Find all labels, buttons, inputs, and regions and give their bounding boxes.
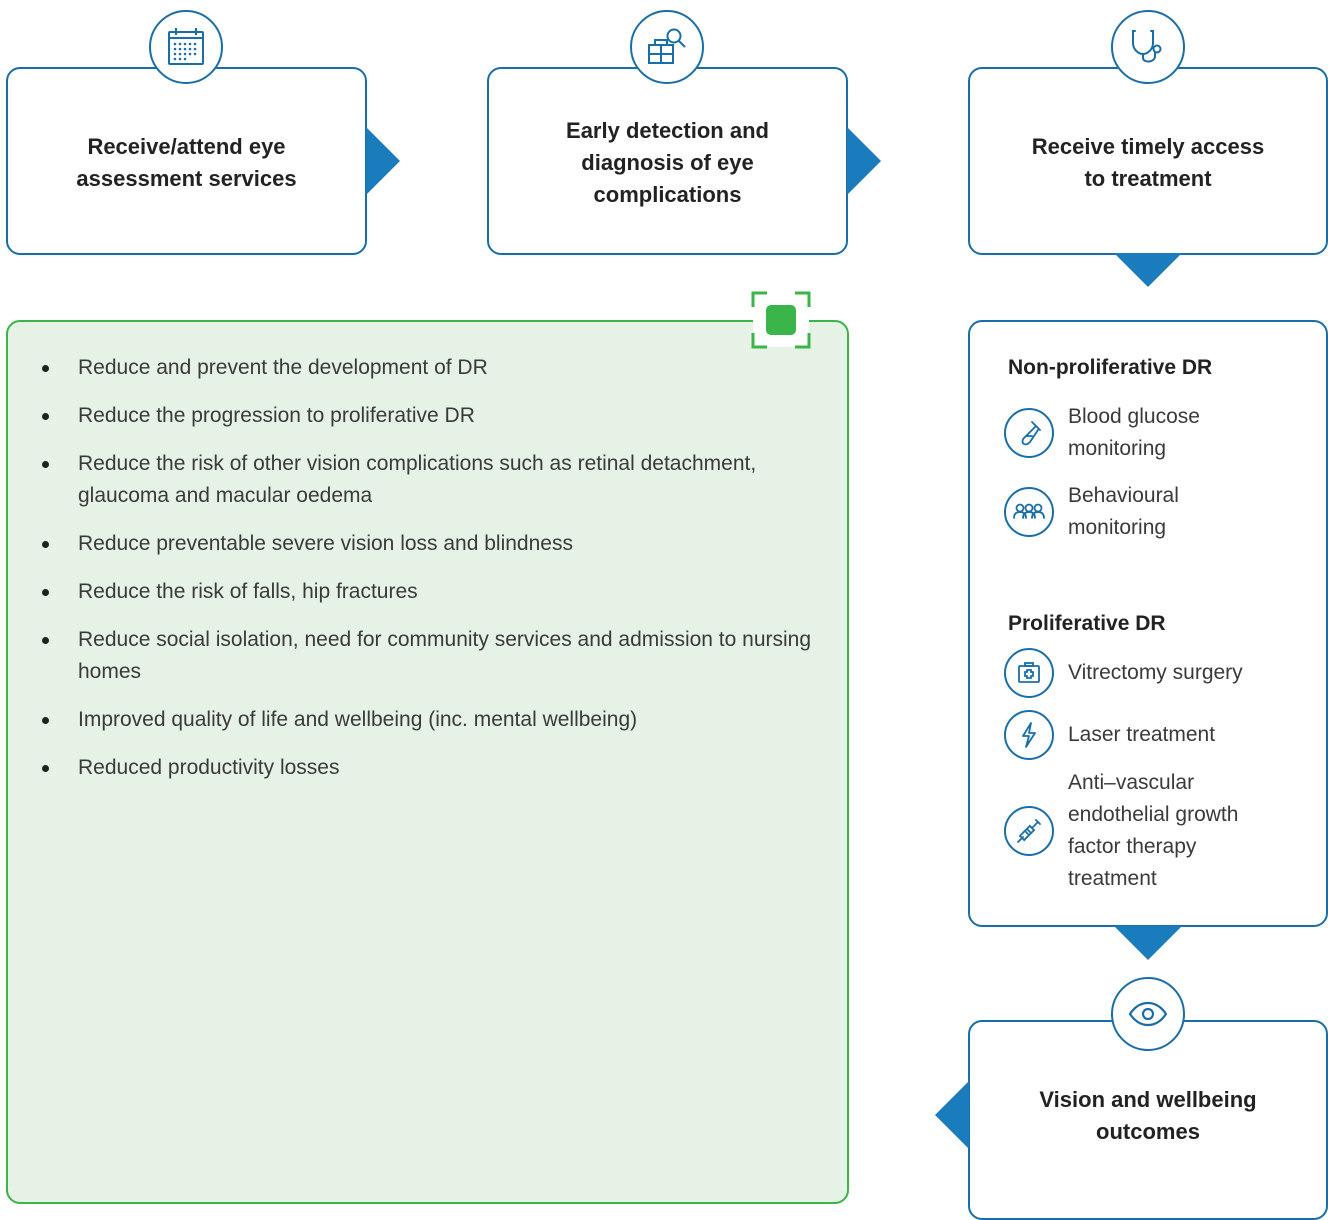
list-item: Reduce the risk of falls, hip fractures <box>42 576 812 608</box>
calendar-icon <box>149 10 223 84</box>
step-box-assessment: Receive/attend eye assessment services <box>6 67 367 255</box>
bullet-icon <box>42 637 49 644</box>
treatment-item-blood-glucose: Blood glucose monitoring <box>1004 401 1278 465</box>
treatment-label-vitrectomy: Vitrectomy surgery <box>1068 661 1243 684</box>
arrow-down-1 <box>1114 253 1182 287</box>
eye-icon <box>1111 977 1185 1051</box>
test-tube-icon <box>1004 408 1054 458</box>
syringe-icon <box>1004 806 1054 856</box>
treatment-label-anti-vegf: Anti–vascular endothelial growth factor … <box>1068 771 1239 890</box>
treatment-item-anti-vegf: Anti–vascular endothelial growth factor … <box>1004 767 1278 895</box>
stethoscope-icon <box>1111 10 1185 84</box>
bullet-icon <box>42 717 49 724</box>
step-box-detection: Early detection and diagnosis of eye com… <box>487 67 848 255</box>
list-item: Reduce preventable severe vision loss an… <box>42 528 812 560</box>
lightning-icon <box>1004 710 1054 760</box>
treatment-item-behavioural: Behavioural monitoring <box>1004 480 1278 544</box>
list-item: Reduce and prevent the development of DR <box>42 352 812 384</box>
treatment-item-vitrectomy: Vitrectomy surgery <box>1004 648 1278 698</box>
arrow-right-2 <box>847 127 881 195</box>
arrow-down-2 <box>1114 926 1182 960</box>
bullet-icon <box>42 365 49 372</box>
treatment-item-laser: Laser treatment <box>1004 710 1278 760</box>
medical-kit-icon <box>1004 648 1054 698</box>
target-icon <box>750 290 812 350</box>
treatment-label-laser: Laser treatment <box>1068 723 1216 746</box>
list-item: Reduce the risk of other vision complica… <box>42 448 812 512</box>
step-title-assessment: Receive/attend eye assessment services <box>76 134 297 191</box>
nonproliferative-heading: Non-proliferative DR <box>1008 356 1213 379</box>
bullet-icon <box>42 413 49 420</box>
step-title-treatment-access: Receive timely access to treatment <box>1031 134 1265 191</box>
arrow-right-1 <box>366 127 400 195</box>
people-icon <box>1004 487 1054 537</box>
bullet-icon <box>42 589 49 596</box>
step-box-treatment-access: Receive timely access to treatment <box>968 67 1328 255</box>
list-item: Reduce social isolation, need for commun… <box>42 624 812 688</box>
clinic-search-icon <box>630 10 704 84</box>
treatment-label-blood-glucose: Blood glucose monitoring <box>1068 405 1200 460</box>
final-outcomes-title: Vision and wellbeing outcomes <box>1039 1087 1257 1144</box>
proliferative-heading: Proliferative DR <box>1008 612 1166 635</box>
treatment-label-behavioural: Behavioural monitoring <box>1068 484 1179 539</box>
bullet-icon <box>42 765 49 772</box>
final-outcomes-box: Vision and wellbeing outcomes <box>968 1020 1328 1220</box>
list-item: Reduce the progression to proliferative … <box>42 400 812 432</box>
benefits-panel: Reduce and prevent the development of DR… <box>6 320 849 1204</box>
bullet-icon <box>42 461 49 468</box>
step-title-detection: Early detection and diagnosis of eye com… <box>566 118 769 207</box>
list-item: Improved quality of life and wellbeing (… <box>42 704 812 736</box>
arrow-left <box>935 1081 969 1149</box>
list-item: Reduced productivity losses <box>42 752 812 784</box>
benefits-list: Reduce and prevent the development of DR… <box>42 352 812 800</box>
bullet-icon <box>42 541 49 548</box>
